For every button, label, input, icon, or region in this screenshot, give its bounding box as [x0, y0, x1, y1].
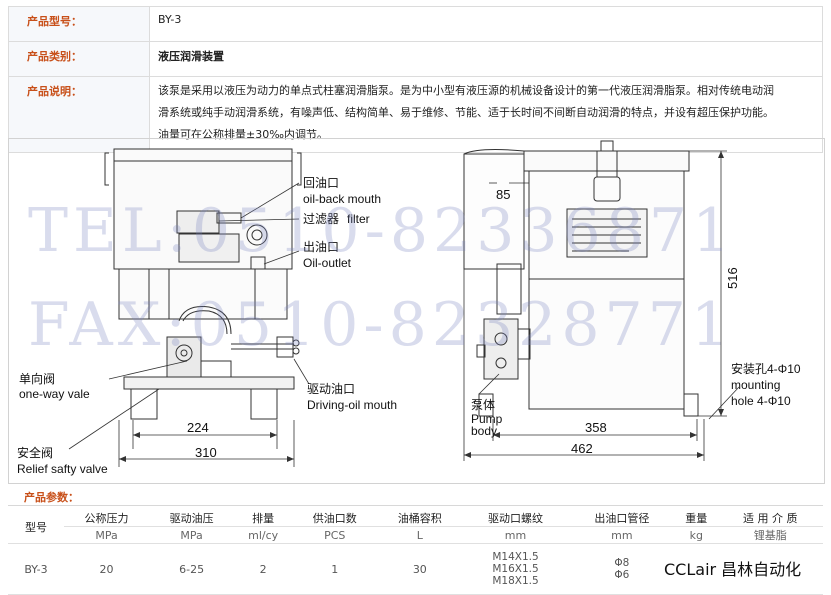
cell-weight: [675, 543, 718, 595]
header-model: 型号: [8, 510, 64, 544]
label-pump-en1: Pump: [471, 412, 503, 426]
label-mount-en2: hole 4-Φ10: [731, 394, 791, 408]
category-value: 液压润滑装置: [149, 41, 823, 77]
thread-value: M18X1.5: [492, 575, 539, 587]
header-volume: 油桶容积: [377, 510, 463, 527]
header-drive: 驱动油压: [149, 510, 235, 527]
cell-thread: M14X1.5 M16X1.5 M18X1.5: [462, 543, 569, 595]
cell-model: BY-3: [8, 543, 64, 595]
label-oil-back-en: oil-back mouth: [303, 192, 381, 206]
dim-516: 516: [725, 267, 740, 289]
cell-volume: 30: [377, 543, 463, 595]
pipe-value: Φ6: [614, 569, 630, 581]
header-medium: 适 用 介 质: [717, 510, 823, 527]
description-line: 滑系统或纯手动润滑系统，有噪声低、结构简单、易于维修、节能、适于长时间不间断自动…: [158, 106, 774, 119]
brand-logo: CCLair 昌林自动化: [664, 560, 802, 579]
cell-ports: 1: [292, 543, 378, 595]
cell-displacement: 2: [234, 543, 293, 595]
description-line: 该泵是采用以液压为动力的单点式柱塞润滑脂泵。是为中小型有液压源的机械设备设计的第…: [158, 84, 774, 97]
unit-drive: MPa: [149, 526, 235, 544]
label-driving-cn: 驱动油口: [307, 382, 355, 396]
dim-224: 224: [187, 420, 209, 435]
unit-thread: mm: [462, 526, 569, 544]
label-mount-en1: mounting: [731, 378, 780, 392]
header-thread: 驱动口螺纹: [462, 510, 569, 527]
cell-pressure: 20: [64, 543, 150, 595]
cell-drive: 6-25: [149, 543, 235, 595]
label-oneway-cn: 单向阀: [19, 371, 55, 386]
unit-ports: PCS: [292, 526, 378, 544]
thread-value: M16X1.5: [492, 563, 539, 575]
label-outlet-en: Oil-outlet: [303, 256, 352, 270]
unit-displacement: ml/cy: [234, 526, 293, 544]
params-table: 型号 公称压力 驱动油压 排量 供油口数 油桶容积 驱动口螺纹 出油口管径 重量…: [8, 510, 823, 595]
dim-358: 358: [585, 420, 607, 435]
header-displacement: 排量: [234, 510, 293, 527]
unit-volume: L: [377, 526, 463, 544]
label-oneway-en: one-way vale: [19, 387, 90, 401]
header-weight: 重量: [675, 510, 718, 527]
label-relief-en: Relief safty valve: [17, 462, 108, 476]
header-pressure: 公称压力: [64, 510, 150, 527]
label-outlet-cn: 出油口: [303, 240, 339, 254]
label-relief-cn: 安全阀: [17, 445, 53, 460]
description-label: 产品说明：: [8, 76, 150, 153]
product-info-table: 产品型号： BY-3 产品类别： 液压润滑装置 产品说明： 该泵是采用以液压为动…: [8, 6, 823, 153]
drawing-svg: 回油口 oil-back mouth 过滤器 filter 出油口 Oil-ou…: [17, 140, 801, 476]
header-ports: 供油口数: [292, 510, 378, 527]
label-driving-en: Driving-oil mouth: [307, 398, 397, 412]
cell-pipe: Φ8 Φ6: [568, 543, 676, 595]
category-label: 产品类别：: [8, 41, 150, 77]
label-pump-en2: body: [471, 424, 497, 438]
label-filter-en: filter: [347, 212, 370, 226]
watermark-fax: FAX:0510-82328771: [28, 290, 735, 360]
divider: [8, 505, 823, 506]
label-mount-cn: 安装孔4-Φ10: [731, 361, 801, 376]
label-oil-back-cn: 回油口: [303, 176, 339, 190]
unit-pipe: mm: [568, 526, 676, 544]
label-filter-cn: 过滤器: [303, 212, 339, 226]
unit-weight: kg: [675, 526, 718, 544]
header-pipe: 出油口管径: [568, 510, 676, 527]
watermark-tel: TEL:0510-82336871: [28, 196, 736, 266]
technical-drawing: 回油口 oil-back mouth 过滤器 filter 出油口 Oil-ou…: [8, 138, 825, 484]
unit-medium: 锂基脂: [717, 526, 823, 544]
pipe-value: Φ8: [614, 557, 630, 569]
dim-85: 85: [496, 187, 510, 202]
model-label: 产品型号：: [8, 6, 150, 42]
cell-medium: [717, 543, 823, 595]
label-pump-cn: 泵体: [471, 398, 495, 412]
description-text: 该泵是采用以液压为动力的单点式柱塞润滑脂泵。是为中小型有液压源的机械设备设计的第…: [149, 76, 823, 153]
params-title: 产品参数：: [24, 491, 79, 504]
dim-310: 310: [195, 445, 217, 460]
model-value: BY-3: [149, 6, 823, 42]
description-line: 油量可在公称排量±30‰内调节。: [158, 128, 328, 141]
thread-value: M14X1.5: [492, 551, 539, 563]
unit-pressure: MPa: [64, 526, 150, 544]
dim-462: 462: [571, 441, 593, 456]
